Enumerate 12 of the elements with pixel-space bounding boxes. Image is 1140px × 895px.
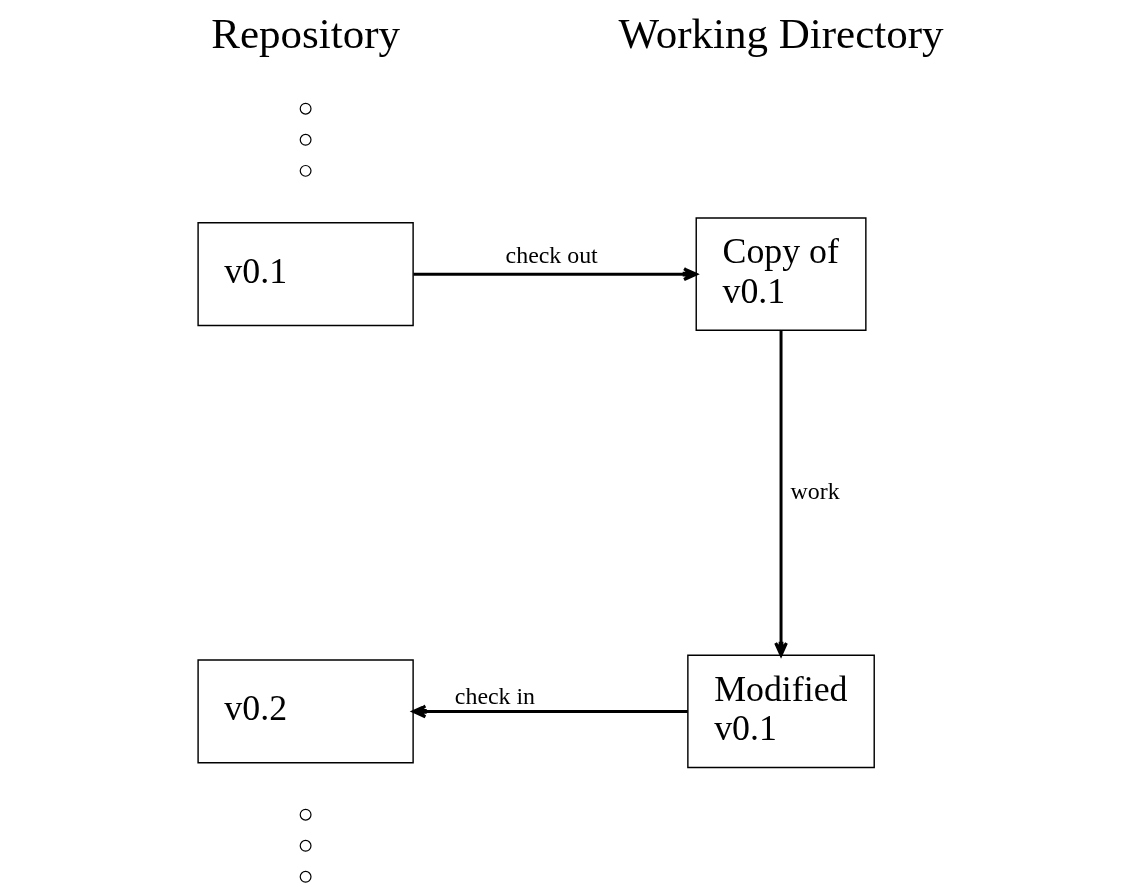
edge-label: work	[790, 477, 840, 504]
node-box: Modified v0.1	[686, 654, 875, 768]
node-box: v0.1	[196, 221, 414, 326]
node-box: Copy of v0.1	[695, 216, 867, 331]
arrow	[773, 329, 788, 657]
node-box: v0.2	[196, 658, 414, 763]
arrow	[411, 704, 688, 718]
label: Working Directory	[618, 9, 943, 57]
arrow	[413, 266, 698, 281]
label: Repository	[210, 9, 400, 57]
edge-label: check in	[454, 682, 535, 709]
edge-label: check out	[505, 241, 598, 268]
